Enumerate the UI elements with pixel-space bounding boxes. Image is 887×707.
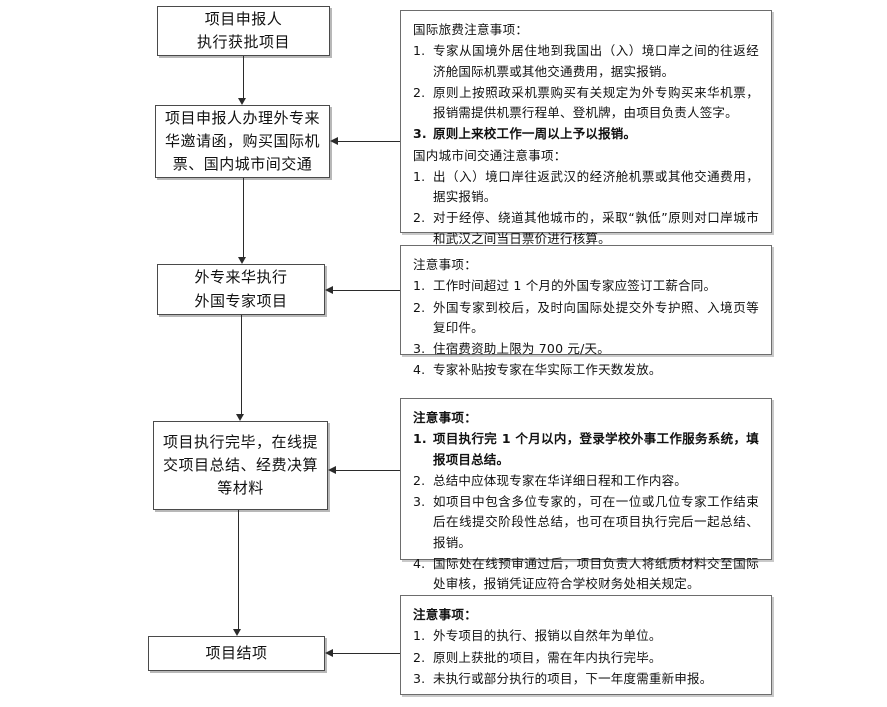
note-item: 1. 出（入）境口岸往返武汉的经济舱机票或其他交通费用，据实报销。 — [413, 167, 759, 208]
note-item-number: 2. — [413, 472, 426, 488]
flow-box-submit-summary-materials: 项目执行完毕，在线提 交项目总结、经费决算 等材料 — [153, 421, 328, 510]
note-item: 1. 专家从国境外居住地到我国出（入）境口岸之间的往返经济舱国际机票或其他交通费用… — [413, 41, 759, 82]
note-connector-arrowhead-4 — [325, 649, 333, 657]
note-item-text: 外专项目的执行、报销以自然年为单位。 — [433, 628, 662, 644]
flow-box-label: 项目结项 — [205, 643, 268, 662]
note-item-text: 专家补贴按专家在华实际工作天数发放。 — [433, 362, 662, 378]
flow-box-invitation-and-tickets: 项目申报人办理外专来 华邀请函，购买国际机 票、国内城市间交通 — [155, 105, 330, 178]
note-item: 2. 总结中应体现专家在华详细日程和工作内容。 — [413, 471, 759, 491]
note-block-title: 注意事项： — [413, 607, 478, 622]
flow-box-label: 外专来华执行 外国专家项目 — [194, 268, 288, 310]
note-item-text: 对于经停、绕道其他城市的，采取“孰低”原则对口岸城市和武汉之间当日票价进行核算。 — [433, 210, 759, 246]
flow-box-label: 项目申报人 执行获批项目 — [196, 9, 290, 51]
note-item-number: 2. — [413, 84, 426, 100]
note-item-list: 1. 工作时间超过 1 个月的外国专家应签订工薪合同。 2. 外国专家到校后，及时向国… — [413, 276, 759, 380]
note-connector-line-1 — [338, 141, 400, 142]
note-item-text: 原则上获批的项目，需在年内执行完毕。 — [433, 649, 662, 665]
note-item-text: 外国专家到校后，及时向国际处提交外专护照、入境页等复印件。 — [433, 299, 759, 335]
note-item: 2. 对于经停、绕道其他城市的，采取“孰低”原则对口岸城市和武汉之间当日票价进行核… — [413, 208, 759, 249]
note-connector-line-4 — [333, 653, 400, 654]
note-item-number: 1. — [413, 628, 426, 644]
note-item-number: 3. — [413, 670, 426, 686]
note-item-text: 原则上来校工作一周以上予以报销。 — [433, 126, 637, 142]
note-item: 1. 外专项目的执行、报销以自然年为单位。 — [413, 626, 759, 646]
note-item-number: 2. — [413, 649, 426, 665]
note-item: 2. 原则上按照政采机票购买有关规定为外专购买来华机票，报销需提供机票行程单、登机… — [413, 83, 759, 124]
note-connector-line-3 — [336, 470, 400, 471]
note-item-number: 1. — [413, 168, 426, 184]
note-panel-expert-stay-notes: 注意事项： 1. 工作时间超过 1 个月的外国专家应签订工薪合同。 2. 外国专家到校后… — [400, 245, 772, 377]
connector-arrowhead-4-to-5 — [233, 629, 241, 636]
note-connector-arrowhead-1 — [330, 137, 338, 145]
note-item: 3. 住宿费资助上限为 700 元/天。 — [413, 339, 759, 359]
note-item: 4. 专家补贴按专家在华实际工作天数发放。 — [413, 360, 759, 380]
flow-box-project-closure: 项目结项 — [148, 636, 325, 671]
note-connector-arrowhead-2 — [325, 286, 333, 294]
flow-box-expert-executes-project: 外专来华执行 外国专家项目 — [157, 264, 325, 315]
note-item: 1. 项目执行完 1 个月以内，登录学校外事工作服务系统，填报项目总结。 — [413, 429, 759, 470]
note-panel-summary-submission-notes: 注意事项： 1. 项目执行完 1 个月以内，登录学校外事工作服务系统，填报项目总结。… — [400, 398, 772, 591]
note-item-text: 总结中应体现专家在华详细日程和工作内容。 — [433, 472, 688, 488]
note-item: 2. 原则上获批的项目，需在年内执行完毕。 — [413, 648, 759, 668]
connector-line-4-to-5 — [238, 510, 239, 629]
note-item-number: 4. — [413, 362, 426, 378]
note-item-number: 4. — [413, 555, 426, 571]
note-block-title: 注意事项： — [413, 257, 478, 272]
note-item-text: 专家从国境外居住地到我国出（入）境口岸之间的往返经济舱国际机票或其他交通费用，据… — [433, 43, 759, 79]
note-item-number: 1. — [413, 431, 427, 447]
note-item: 3. 未执行或部分执行的项目，下一年度需重新申报。 — [413, 669, 759, 689]
note-item-number: 2. — [413, 299, 426, 315]
flow-box-label: 项目执行完毕，在线提 交项目总结、经费决算 等材料 — [162, 432, 318, 498]
note-item-list: 1. 专家从国境外居住地到我国出（入）境口岸之间的往返经济舱国际机票或其他交通费用… — [413, 41, 759, 144]
note-item-text: 项目执行完 1 个月以内，登录学校外事工作服务系统，填报项目总结。 — [433, 431, 759, 467]
note-item-text: 工作时间超过 1 个月的外国专家应签订工薪合同。 — [433, 278, 717, 294]
note-item-number: 3. — [413, 126, 427, 142]
flow-box-label: 项目申报人办理外专来 华邀请函，购买国际机 票、国内城市间交通 — [164, 108, 320, 174]
note-item-text: 住宿费资助上限为 700 元/天。 — [433, 341, 610, 356]
note-block-title: 国际旅费注意事项： — [413, 22, 529, 37]
flow-box-applicant-executes: 项目申报人 执行获批项目 — [157, 6, 330, 56]
note-item-text: 国际处在线预审通过后，项目负责人将纸质材料交至国际处审核，报销凭证应符合学校财务… — [433, 555, 759, 591]
note-item-list: 1. 外专项目的执行、报销以自然年为单位。 2. 原则上获批的项目，需在年内执行完毕。… — [413, 626, 759, 689]
note-item: 1. 工作时间超过 1 个月的外国专家应签订工薪合同。 — [413, 276, 759, 296]
note-item-number: 3. — [413, 341, 426, 356]
note-item-text: 如项目中包含多位专家的，可在一位或几位专家工作结束后在线提交阶段性总结，也可在项… — [433, 494, 759, 550]
connector-arrowhead-1-to-2 — [238, 98, 246, 105]
note-panel-international-travel-notes: 国际旅费注意事项： 1. 专家从国境外居住地到我国出（入）境口岸之间的往返经济舱国际… — [400, 10, 772, 246]
connector-arrowhead-3-to-4 — [236, 414, 244, 421]
connector-line-3-to-4 — [241, 315, 242, 414]
note-item: 2. 外国专家到校后，及时向国际处提交外专护照、入境页等复印件。 — [413, 298, 759, 339]
connector-line-1-to-2 — [243, 56, 244, 98]
note-item: 4. 国际处在线预审通过后，项目负责人将纸质材料交至国际处审核，报销凭证应符合学校… — [413, 554, 759, 595]
note-connector-arrowhead-3 — [328, 466, 336, 474]
note-block-title: 国内城市间交通注意事项： — [413, 147, 567, 163]
note-item-list: 1. 出（入）境口岸往返武汉的经济舱机票或其他交通费用，据实报销。 2. 对于经停、绕… — [413, 167, 759, 249]
note-item: 3. 如项目中包含多位专家的，可在一位或几位专家工作结束后在线提交阶段性总结，也可… — [413, 492, 759, 553]
note-item-number: 1. — [413, 43, 426, 59]
note-block-title: 注意事项： — [413, 410, 478, 425]
note-item-number: 2. — [413, 210, 426, 226]
note-connector-line-2 — [333, 290, 400, 291]
connector-line-2-to-3 — [243, 178, 244, 257]
note-item-number: 1. — [413, 278, 426, 294]
note-item-text: 原则上按照政采机票购买有关规定为外专购买来华机票，报销需提供机票行程单、登机牌，… — [433, 84, 759, 120]
note-item: 3. 原则上来校工作一周以上予以报销。 — [413, 124, 759, 144]
note-item-number: 3. — [413, 494, 426, 509]
note-item-text: 未执行或部分执行的项目，下一年度需重新申报。 — [433, 670, 713, 686]
note-item-list: 1. 项目执行完 1 个月以内，登录学校外事工作服务系统，填报项目总结。 2. 总结中… — [413, 429, 759, 594]
note-panel-closure-notes: 注意事项： 1. 外专项目的执行、报销以自然年为单位。 2. 原则上获批的项目，需在年内… — [400, 595, 772, 695]
note-item-text: 出（入）境口岸往返武汉的经济舱机票或其他交通费用，据实报销。 — [433, 168, 759, 204]
connector-arrowhead-2-to-3 — [238, 257, 246, 264]
